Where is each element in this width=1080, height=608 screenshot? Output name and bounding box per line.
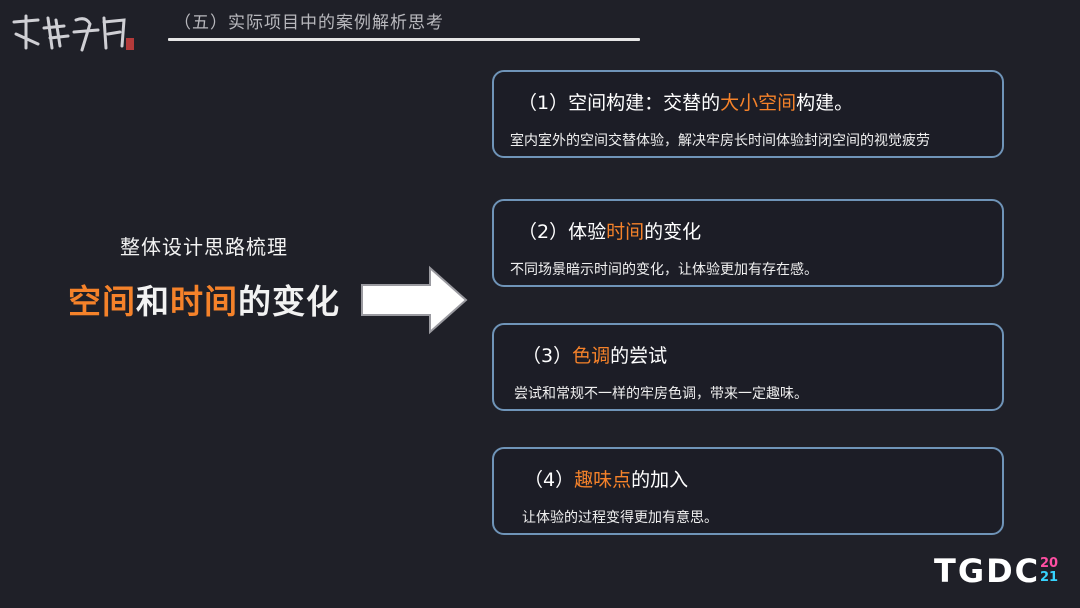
point-highlight: 趣味点	[574, 469, 632, 491]
point-card-4: （4）趣味点的加入 让体验的过程变得更加有意思。	[492, 447, 1004, 535]
game-logo-icon	[12, 14, 134, 52]
headline-highlight-time: 时间	[170, 282, 238, 321]
right-arrow-icon	[361, 265, 468, 335]
point-card-3: （3）色调的尝试 尝试和常规不一样的牢房色调，带来一定趣味。	[492, 323, 1004, 411]
point-highlight: 色调	[572, 345, 611, 367]
point-card-title: （3）色调的尝试	[522, 345, 668, 367]
point-card-description: 让体验的过程变得更加有意思。	[522, 510, 718, 526]
tgdc-logo: TGDC	[934, 552, 1041, 590]
headline-text-change: 的变化	[238, 282, 340, 321]
point-card-title: （2）体验时间的变化	[518, 221, 702, 243]
headline-highlight-space: 空间	[68, 282, 136, 321]
header-divider	[168, 38, 640, 41]
design-summary-headline: 空间和时间的变化	[0, 275, 408, 323]
headline-text-and: 和	[136, 282, 170, 321]
point-highlight: 大小空间	[720, 92, 797, 114]
point-highlight: 时间	[606, 221, 645, 243]
point-card-title: （1）空间构建：交替的大小空间构建。	[518, 92, 854, 114]
tgdc-year-mark: 20 21	[1040, 556, 1059, 585]
point-card-2: （2）体验时间的变化 不同场景暗示时间的变化，让体验更加有存在感。	[492, 199, 1004, 287]
section-title: （五）实际项目中的案例解析思考	[174, 13, 444, 33]
point-card-description: 室内室外的空间交替体验，解决牢房长时间体验封闭空间的视觉疲劳	[510, 133, 930, 149]
point-card-title: （4）趣味点的加入	[524, 469, 689, 491]
point-card-1: （1）空间构建：交替的大小空间构建。 室内室外的空间交替体验，解决牢房长时间体验…	[492, 70, 1004, 158]
design-summary-subtitle: 整体设计思路梳理	[120, 235, 288, 259]
point-card-description: 不同场景暗示时间的变化，让体验更加有存在感。	[510, 262, 818, 278]
point-card-description: 尝试和常规不一样的牢房色调，带来一定趣味。	[514, 386, 808, 402]
